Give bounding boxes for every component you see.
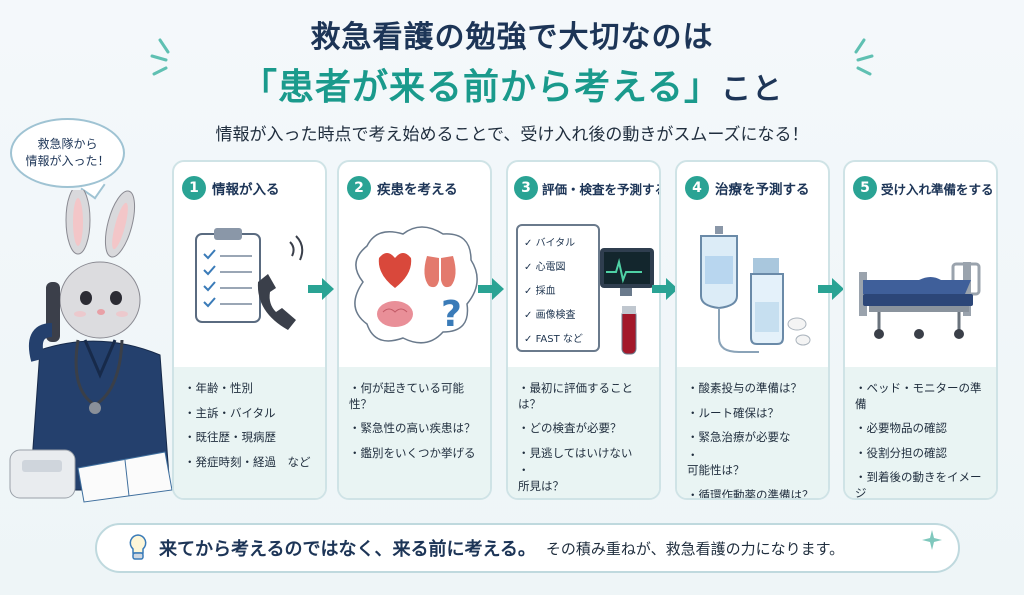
list-item: 主訴・バイタル [184, 406, 317, 422]
list-item: 到着後の動きをイメージ [855, 470, 988, 498]
step-title-3: 評価・検査を予測する [542, 181, 661, 197]
title-line1: 救急看護の勉強で大切なのは [310, 20, 714, 55]
step-list-5: ベッド・モニターの準備 必要物品の確認 役割分担の確認 到着後の動きをイメージ [845, 367, 996, 498]
title-suffix: こと [720, 72, 783, 107]
list-item: 酸素投与の準備は？ [687, 381, 820, 397]
list-item: 役割分担の確認 [855, 446, 988, 462]
organs-cloud-icon: ? [354, 226, 478, 344]
step-number-1: 1 [182, 176, 206, 200]
step-title-2: 疾患を考える [377, 182, 458, 198]
arrow-right-icon [652, 278, 678, 300]
svg-text:?: ? [441, 294, 462, 335]
sparkle-right-icon [854, 38, 874, 76]
checklist-item: ✓ バイタル [524, 238, 576, 249]
list-item: 緊急性の高い疾患は？ [349, 421, 482, 437]
footer-banner: 来てから考えるのではなく、来る前に考える。 その積み重ねが、救急看護の力になりま… [95, 523, 960, 573]
list-item: 可能性は？ [687, 448, 820, 479]
step-list-2: 何が起きている可能性？ 緊急性の高い疾患は？ 鑑別をいくつか挙げる [339, 367, 490, 498]
lightbulb-icon [129, 534, 147, 560]
list-item: 所見は？ [518, 463, 651, 494]
step-card-2: 2 疾患を考える ? 何が起きている可能性？ 緊急性の高い疾患は？ 鑑別をいくつ… [337, 160, 492, 500]
step-header-3: 3 評価・検査を予測する [514, 176, 659, 200]
list-item: ルート確保は？ [687, 406, 820, 422]
step-list-1: 年齢・性別 主訴・バイタル 既往歴・現病歴 発症時刻・経過 など [174, 367, 325, 498]
clipboard-phone-icon [195, 228, 304, 330]
checklist-item: ✓ 画像検査 [524, 310, 576, 321]
step-title-4: 治療を予測する [715, 182, 810, 198]
list-item: 必要物品の確認 [855, 421, 988, 437]
list-item: どの検査が必要？ [518, 421, 651, 437]
step-title-5: 受け入れ準備をする [881, 181, 994, 197]
step-card-5: 5 受け入れ準備をする ベッド・モニターの準備 必要物品の確認 役割分担の確認 … [843, 160, 998, 500]
checklist-item: ✓ 採血 [524, 286, 556, 297]
step-number-5: 5 [853, 176, 877, 200]
step-card-3: 3 評価・検査を予測する ✓ バイタル ✓ 心電図 ✓ 採血 ✓ 画像検査 ✓ … [506, 160, 661, 500]
arrow-right-icon [818, 278, 844, 300]
list-item: 鑑別をいくつか挙げる [349, 446, 482, 462]
monitor-icon [600, 248, 654, 355]
speech-bubble: 救急隊から 情報が入った！ [10, 118, 125, 188]
step-header-1: 1 情報が入る [182, 176, 321, 200]
list-item: 緊急治療が必要な [687, 430, 820, 446]
footer-text: その積み重ねが、救急看護の力になります。 [545, 539, 845, 558]
footer-bold-text: 来てから考えるのではなく、来る前に考える。 [159, 539, 536, 560]
checklist-icon: ✓ バイタル ✓ 心電図 ✓ 採血 ✓ 画像検査 ✓ FAST など [516, 224, 600, 352]
step-header-4: 4 治療を予測する [685, 176, 824, 200]
title-highlight: 「患者が来る前から考える」 [241, 67, 721, 108]
list-item: 見逃してはいけない [518, 446, 651, 462]
bubble-line2: 情報が入った！ [25, 154, 110, 168]
subtitle: 情報が入った時点で考え始めることで、受け入れ後の動きがスムーズになる！ [215, 125, 809, 145]
step-list-4: 酸素投与の準備は？ ルート確保は？ 緊急治療が必要な 可能性は？ 循環作動薬の準… [677, 367, 828, 498]
step-card-1: 1 情報が入る 年齢・性別 主訴・バイタル 既往歴・現病歴 発症時刻・経過 など [172, 160, 327, 500]
step-title-1: 情報が入る [212, 182, 280, 198]
list-item: 何が起きている可能性？ [349, 381, 482, 412]
checklist-item: ✓ 心電図 [524, 262, 566, 273]
list-item: 発症時刻・経過 など [184, 455, 317, 471]
arrow-right-icon [308, 278, 334, 300]
checklist-item: ✓ FAST など [524, 334, 583, 345]
list-item: 既往歴・現病歴 [184, 430, 317, 446]
arrow-right-icon [478, 278, 504, 300]
iv-bag-vial-icon [700, 226, 811, 353]
step-list-3: 最初に評価することは？ どの検査が必要？ 見逃してはいけない 所見は？ [508, 367, 659, 498]
step-header-2: 2 疾患を考える [347, 176, 486, 200]
step-number-3: 3 [514, 176, 538, 200]
step-card-4: 4 治療を予測する 酸素投与の準備は？ ルート確保は？ 緊急治療が必要な 可能性… [675, 160, 830, 500]
step-number-2: 2 [347, 176, 371, 200]
list-item: ベッド・モニターの準備 [855, 381, 988, 412]
sparkle-left-icon [150, 38, 170, 76]
title-line2: 「患者が来る前から考える」こと [0, 58, 1024, 110]
bunny-nurse-icon [9, 190, 173, 503]
step-header-5: 5 受け入れ準備をする [853, 176, 994, 200]
list-item: 循環作動薬の準備は？ [687, 488, 820, 498]
stretcher-bed-icon [859, 262, 981, 339]
step-number-4: 4 [685, 176, 709, 200]
sparkle-icon [922, 530, 942, 550]
list-item: 最初に評価することは？ [518, 381, 651, 412]
bubble-line1: 救急隊から [37, 137, 98, 152]
list-item: 年齢・性別 [184, 381, 317, 397]
